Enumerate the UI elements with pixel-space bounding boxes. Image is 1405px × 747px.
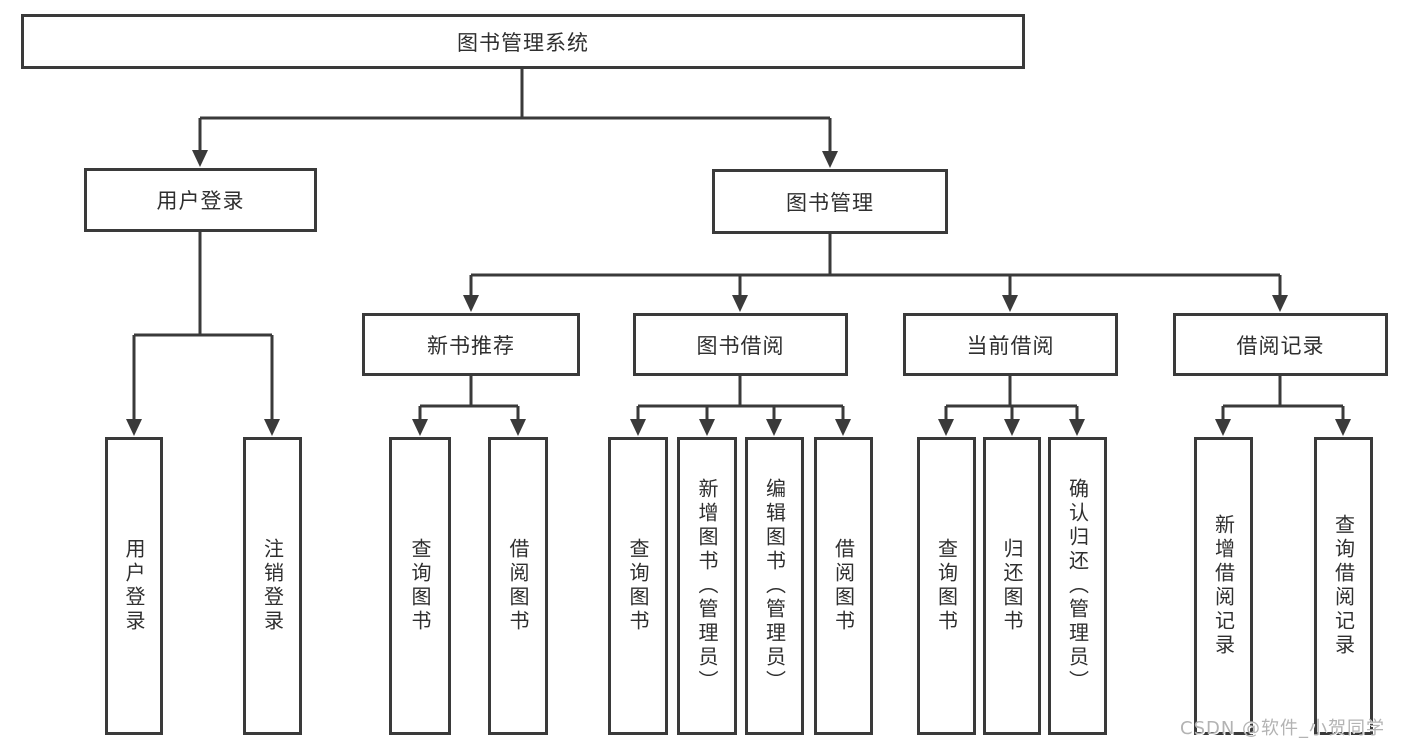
- node-user-login: 用户登录: [84, 168, 317, 232]
- arrowhead: [1069, 419, 1085, 436]
- leaf-borrowing-add-book-admin: 新增图书（管理员）: [677, 437, 737, 735]
- arrowhead: [630, 419, 646, 436]
- leaf-current-return-book: 归还图书: [983, 437, 1041, 735]
- arrowhead: [938, 419, 954, 436]
- arrowhead: [1335, 419, 1351, 436]
- node-label: 当前借阅: [966, 333, 1055, 358]
- leaf-current-query-book: 查询图书: [917, 437, 976, 735]
- leaf-label: 查询图书: [934, 538, 959, 634]
- node-current-borrowing: 当前借阅: [903, 313, 1118, 376]
- arrowhead: [1215, 419, 1231, 436]
- leaf-label: 查询图书: [626, 538, 650, 634]
- node-root-library-system: 图书管理系统: [21, 14, 1025, 69]
- node-label: 图书管理系统: [457, 30, 589, 55]
- leaf-borrowing-borrow-book: 借阅图书: [814, 437, 873, 735]
- leaf-current-confirm-return-admin: 确认归还（管理员）: [1048, 437, 1107, 735]
- arrowhead: [192, 150, 208, 167]
- connector-book-management-sections: [469, 234, 1282, 297]
- node-new-book-recommend: 新书推荐: [362, 313, 580, 376]
- arrowhead: [463, 295, 479, 312]
- arrowhead: [1002, 295, 1018, 312]
- leaf-borrowing-query-book: 查询图书: [608, 437, 668, 735]
- arrowhead: [126, 419, 142, 436]
- node-label: 图书管理: [786, 190, 874, 215]
- leaf-label: 查询图书: [408, 538, 432, 634]
- connector-root-to-level1: [198, 69, 832, 153]
- leaf-user-login: 用户登录: [105, 437, 163, 735]
- arrowhead: [1004, 419, 1020, 436]
- connector-borrow-records-children: [1221, 376, 1345, 421]
- leaf-label: 注销登录: [260, 538, 285, 634]
- leaf-records-add-record: 新增借阅记录: [1194, 437, 1253, 735]
- connector-user-login-children: [132, 232, 274, 421]
- arrowhead: [412, 419, 428, 436]
- leaf-label: 归还图书: [1000, 538, 1024, 634]
- node-label: 新书推荐: [427, 333, 515, 358]
- leaf-label: 借阅图书: [506, 538, 530, 634]
- watermark: CSDN @软件_小贺同学: [1180, 718, 1386, 739]
- connector-current-borrowing-children: [944, 376, 1079, 421]
- node-book-borrowing: 图书借阅: [633, 313, 848, 376]
- arrowhead: [732, 295, 748, 312]
- arrowhead: [699, 419, 715, 436]
- leaf-label: 确认归还（管理员）: [1065, 478, 1090, 694]
- leaf-records-query-record: 查询借阅记录: [1314, 437, 1373, 735]
- leaf-label: 借阅图书: [831, 538, 856, 634]
- leaf-label: 用户登录: [122, 538, 146, 634]
- arrowhead: [264, 419, 280, 436]
- leaf-label: 新增图书（管理员）: [695, 478, 719, 694]
- arrowhead: [822, 151, 838, 168]
- connector-book-borrowing-children: [636, 376, 845, 421]
- node-label: 借阅记录: [1236, 333, 1325, 358]
- node-label: 用户登录: [156, 189, 245, 213]
- leaf-newrec-query-book: 查询图书: [389, 437, 451, 735]
- node-borrow-records: 借阅记录: [1173, 313, 1388, 376]
- leaf-label: 查询借阅记录: [1331, 514, 1356, 658]
- connector-new-book-recommend-children: [418, 376, 520, 421]
- leaf-logout-login: 注销登录: [243, 437, 302, 735]
- leaf-borrowing-edit-book-admin: 编辑图书（管理员）: [745, 437, 804, 735]
- leaf-label: 编辑图书（管理员）: [762, 478, 787, 694]
- node-label: 图书借阅: [696, 333, 785, 358]
- arrowhead: [766, 419, 782, 436]
- arrowhead: [1272, 295, 1288, 312]
- arrowhead: [510, 419, 526, 436]
- arrowhead: [835, 419, 851, 436]
- node-book-management: 图书管理: [712, 169, 948, 234]
- leaf-newrec-borrow-book: 借阅图书: [488, 437, 548, 735]
- leaf-label: 新增借阅记录: [1211, 514, 1236, 658]
